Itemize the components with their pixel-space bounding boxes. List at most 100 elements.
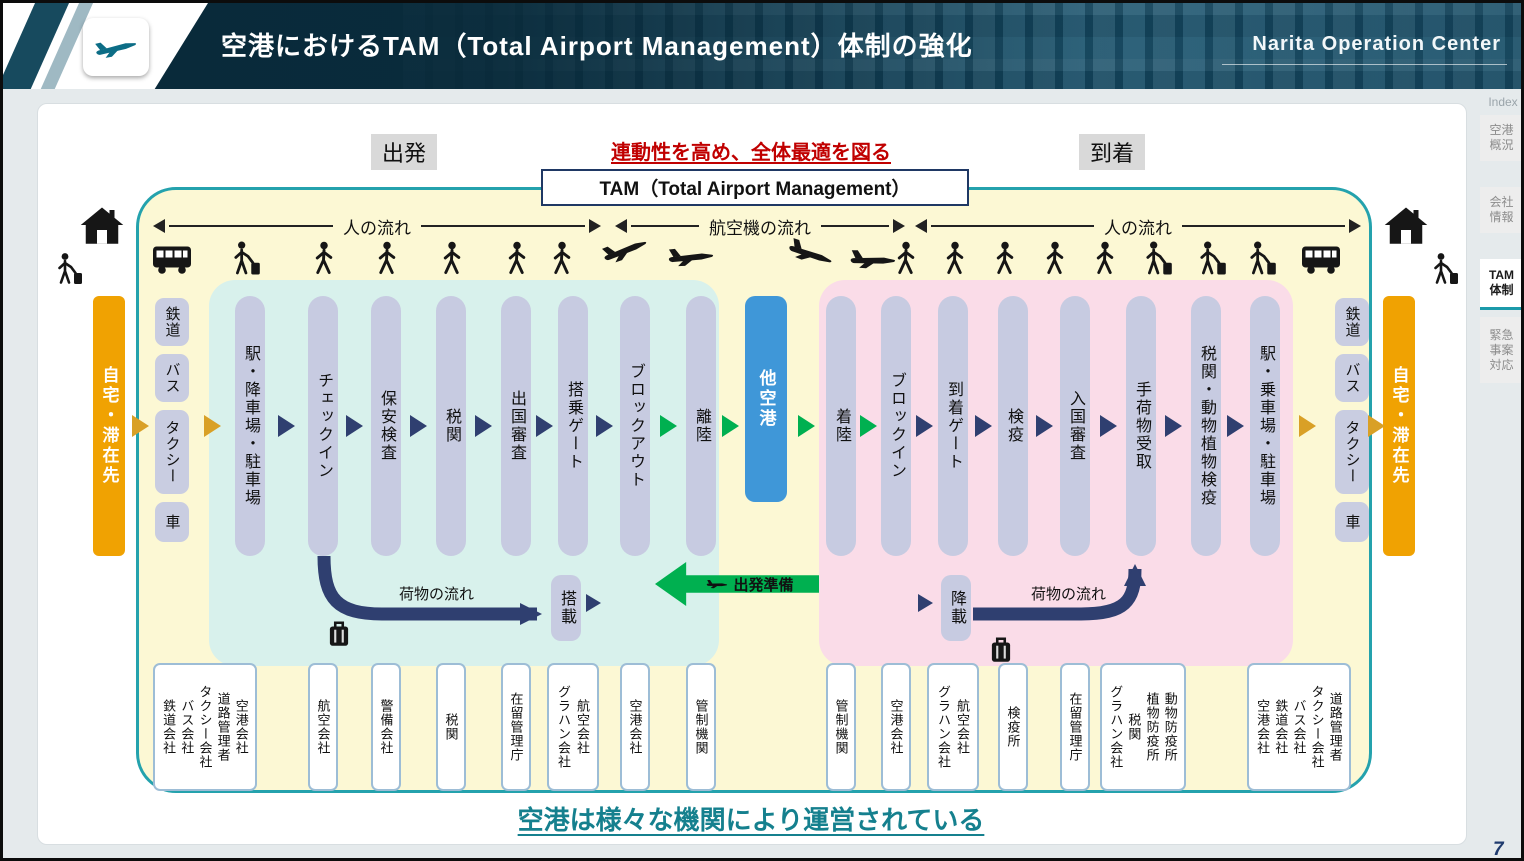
baggage-load-box: 搭載 [551,575,581,641]
suitcase-icon [989,635,1013,665]
transport-rail-right: 鉄道 [1335,298,1369,346]
org-label: 管制機関 [833,699,849,755]
org-box-airport-1: 空港会社 [620,663,650,791]
org-label: 航空会社 [315,699,331,755]
stage-label: 降載 [948,590,965,626]
step-arrow [660,415,677,437]
stage-label: 出国審査 [508,390,525,462]
traveler-icon [231,240,263,277]
step-arrow [722,415,739,437]
transport-taxi-left: タクシー [155,410,189,494]
airplane-logo-icon [92,31,140,63]
step-arrow [916,415,933,437]
org-label: 在留管理庁 [508,692,524,762]
org-label: 航空会社 [955,699,970,755]
step-arrow [918,594,933,612]
transport-bus-right: バス [1335,354,1369,402]
stage-label: 手荷物受取 [1133,381,1150,471]
org-label: 航空会社 [575,699,590,755]
org-label: 在留管理庁 [1067,692,1083,762]
org-label: グラハン会社 [936,685,951,769]
arrowhead-right-icon [893,219,905,233]
page-title: 空港におけるTAM（Total Airport Management）体制の強化 [221,31,973,61]
org-box-atc-2: 管制機関 [826,663,856,791]
org-label: 鉄道会社 [1273,699,1289,755]
stage-label: 搭乗ゲート [565,381,582,471]
step-arrow [204,415,221,437]
transport-car-left: 車 [155,502,189,542]
walking-person-icon [311,240,336,277]
airplane-icon [706,578,728,590]
arrival-label: 到着 [1079,134,1145,170]
stage-blockout: ブロックアウト [620,296,650,556]
traveler-icon [1143,240,1175,277]
stage-security: 保安検査 [371,296,401,556]
org-box-boarding: グラハン会社 航空会社 [547,663,599,791]
stage-station-arrival: 駅・乗車場・駐車場 [1250,296,1280,556]
transport-label: バス [163,362,181,394]
flow-label: 航空機の流れ [709,218,811,238]
stage-label: 検疫 [1005,408,1022,444]
header: 空港におけるTAM（Total Airport Management）体制の強化… [3,3,1521,89]
sidebar-item-airport-overview[interactable]: 空港 概況 [1480,115,1521,161]
stage-customs-departure: 税関 [436,296,466,556]
step-arrow [1036,415,1053,437]
org-label: 道路管理者 [215,692,231,762]
home-bar-left: 自宅・滞在先 [93,296,125,556]
org-label: 空港会社 [1255,699,1271,755]
transport-label: 車 [1343,514,1361,530]
house-icon [1383,205,1429,245]
home-bar-label: 自宅・滞在先 [99,366,119,486]
plane-icon [666,241,716,272]
org-label: 税関 [1126,713,1142,741]
page-number: 7 [1493,839,1504,860]
stage-label: チェックイン [315,372,332,480]
other-airport-box: 他空港 [745,296,787,502]
suitcase-icon [327,619,351,649]
org-box-arrival-gate: グラハン会社 航空会社 [927,663,979,791]
tam-title-box: TAM（Total Airport Management） [541,169,969,206]
step-arrow [132,415,149,437]
org-label: バス会社 [1291,699,1307,755]
step-arrow [596,415,613,437]
stage-label: 駅・乗車場・駐車場 [1257,345,1274,507]
step-arrow [1165,415,1182,437]
headline: 連動性を高め、全体最適を図る [611,142,891,164]
org-label: 道路管理者 [1327,692,1343,762]
step-arrow [278,415,295,437]
sidebar-item-emergency[interactable]: 緊急 事案 対応 [1480,317,1521,383]
sidebar-item-company-info[interactable]: 会社 情報 [1480,187,1521,233]
home-bar-label: 自宅・滞在先 [1389,366,1409,486]
org-label: 検疫所 [1005,706,1021,748]
org-label: バス会社 [179,699,195,755]
stage-label: 税関・動物植物検疫 [1198,345,1215,507]
walking-person-icon [504,240,529,277]
transport-label: タクシー [163,420,181,484]
departure-prep-label: 出発準備 [733,576,794,594]
stage-quarantine: 検疫 [998,296,1028,556]
step-arrow [798,415,815,437]
plane-ground-icon [849,246,897,272]
org-box-baggage-customs: グラハン会社 税関 植物防疫所 動物防疫所 [1100,663,1186,791]
transport-taxi-right: タクシー [1335,410,1369,494]
stage-label: 到着ゲート [945,381,962,471]
walking-person-icon [374,240,399,277]
arrowhead-left-icon [915,219,927,233]
transport-label: 鉄道 [1343,306,1361,338]
stage-emigration: 出国審査 [501,296,531,556]
baggage-flow-label-left: 荷物の流れ [399,586,475,603]
stage-label: 搭載 [558,590,575,626]
step-arrow [1227,415,1244,437]
baggage-unload-box: 降載 [941,575,971,641]
sidebar-item-tam[interactable]: TAM 体制 [1480,259,1521,310]
org-label: 鉄道会社 [161,699,177,755]
step-arrow [475,415,492,437]
stage-customs-quarantine: 税関・動物植物検疫 [1191,296,1221,556]
traveler-icon [1431,251,1461,287]
stage-boarding-gate: 搭乗ゲート [558,296,588,556]
stage-immigration: 入国審査 [1060,296,1090,556]
arrowhead-left-icon [153,219,165,233]
arrowhead-right-icon [1349,219,1361,233]
stage-arrival-gate: 到着ゲート [938,296,968,556]
